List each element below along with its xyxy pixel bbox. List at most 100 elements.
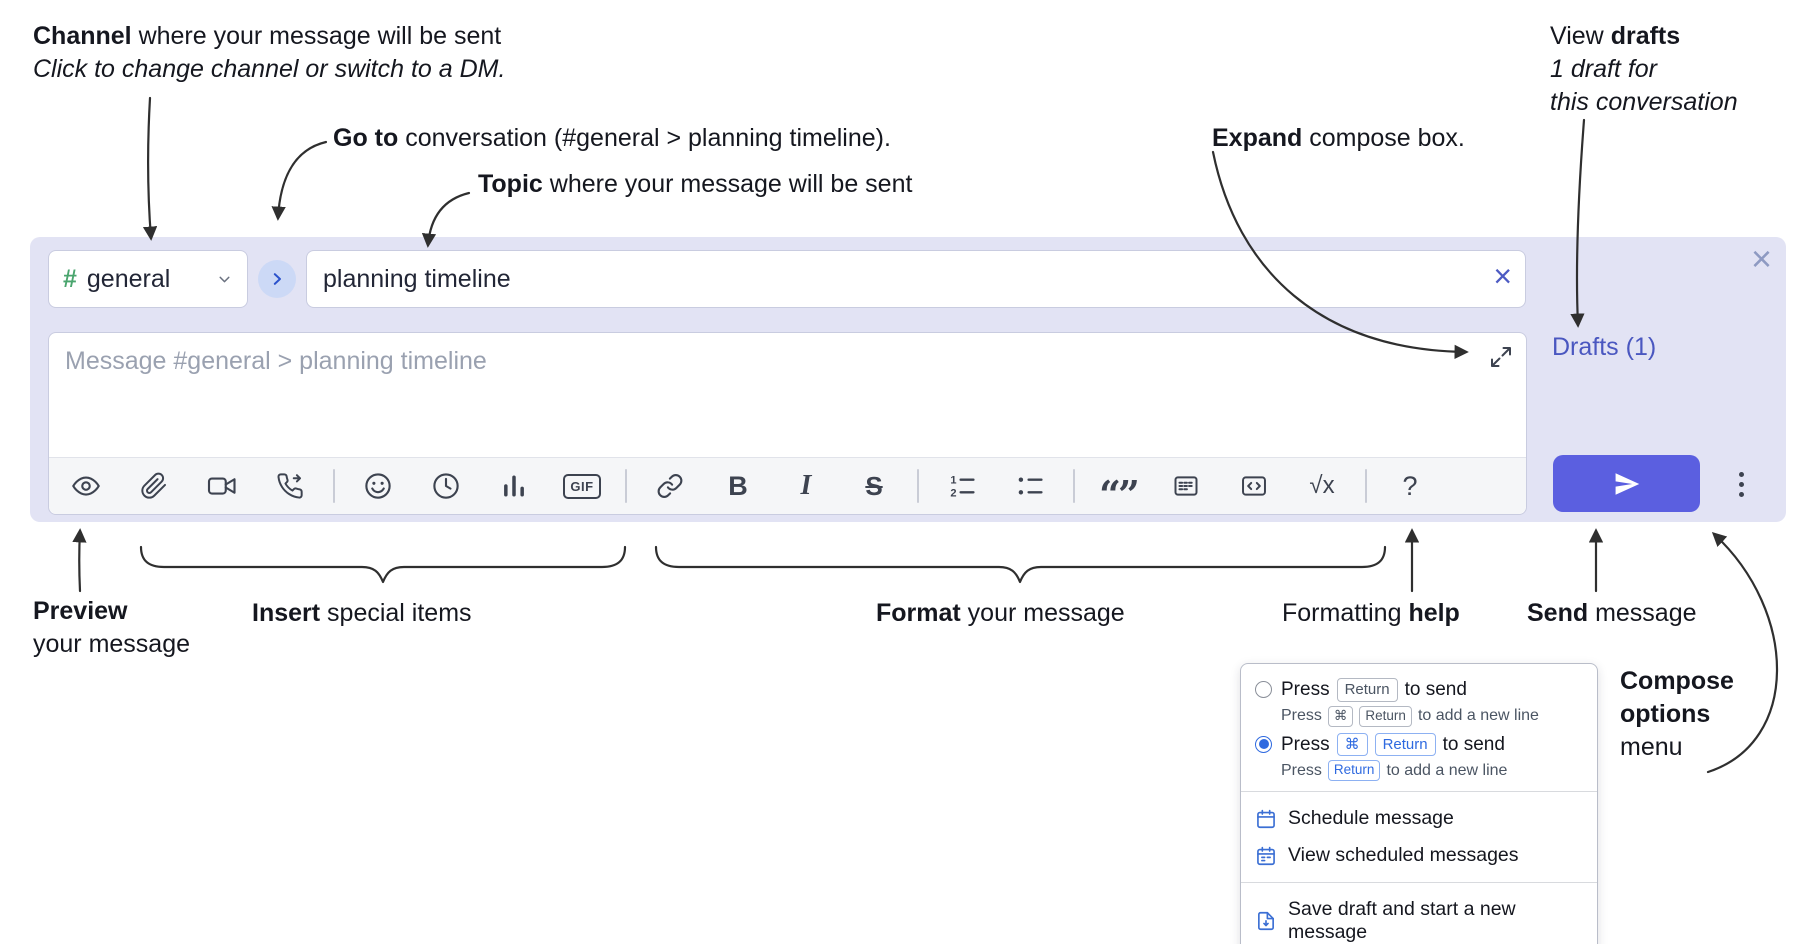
clock-icon — [433, 473, 459, 499]
chevron-down-icon — [216, 271, 233, 288]
quote-button[interactable]: “” — [1093, 465, 1143, 514]
annotation-topic: Topic where your message will be sent — [478, 168, 912, 201]
link-icon — [657, 474, 683, 498]
attach-file-button[interactable] — [129, 465, 179, 507]
dot-icon — [1738, 481, 1744, 487]
radio-selected-icon[interactable] — [1255, 735, 1272, 753]
annotation-channel-subtext: Click to change channel or switch to a D… — [33, 55, 506, 83]
menu-item-view-scheduled-messages[interactable]: View scheduled messages — [1241, 837, 1597, 874]
compose-options-menu: Press Return to send Press ⌘ Return to a… — [1240, 663, 1598, 944]
menu-item-label: Save draft and start a new message — [1288, 898, 1516, 944]
compose-options-button[interactable] — [1730, 461, 1752, 507]
toolbar-divider — [625, 469, 627, 503]
topic-field-wrapper: × — [306, 250, 1526, 308]
annotation-send: Send message — [1527, 597, 1697, 630]
channel-name: general — [86, 264, 171, 293]
annotation-help-bold: help — [1408, 599, 1460, 627]
close-compose-button[interactable]: × — [1750, 238, 1772, 279]
annotation-channel-text: where your message will be sent — [131, 22, 502, 50]
annotation-expand-text: compose box. — [1302, 124, 1465, 152]
gif-button[interactable]: GIF — [557, 465, 607, 507]
menu-option-return-to-send[interactable]: Press Return to send Press ⌘ Return to a… — [1241, 674, 1597, 729]
command-key: ⌘ — [1336, 732, 1368, 757]
bulleted-list-icon — [1018, 477, 1043, 495]
spoiler-icon — [1174, 476, 1198, 496]
question-mark-label: ? — [1402, 470, 1418, 501]
arrow-preview — [72, 528, 87, 593]
return-key: Return — [1327, 760, 1381, 782]
radio-unselected-icon[interactable] — [1255, 681, 1272, 698]
preview-button[interactable] — [61, 465, 111, 507]
expand-icon — [1491, 347, 1511, 367]
gif-label: GIF — [563, 473, 601, 499]
code-button[interactable] — [1229, 465, 1279, 507]
drafts-link[interactable]: Drafts (1) — [1552, 333, 1657, 361]
annotation-goto: Go to conversation (#general > planning … — [333, 122, 891, 155]
annotation-send-bold: Send — [1527, 599, 1589, 627]
toolbar-divider — [917, 469, 919, 503]
audio-call-button[interactable] — [265, 465, 315, 507]
annotation-drafts-sub2: this conversation — [1550, 88, 1738, 116]
toolbar-divider — [333, 469, 335, 503]
annotation-insert-text: special items — [320, 599, 472, 627]
expand-compose-button[interactable] — [1488, 344, 1514, 370]
dot-icon — [1738, 491, 1744, 497]
option1-post: to send — [1404, 678, 1467, 700]
annotation-drafts-bold: drafts — [1610, 22, 1681, 50]
emoji-button[interactable] — [353, 465, 403, 507]
annotation-insert-bold: Insert — [252, 599, 321, 627]
option2-sub-pre: Press — [1281, 761, 1322, 779]
paper-plane-icon — [1615, 472, 1639, 495]
save-draft-icon — [1255, 910, 1277, 932]
spoiler-button[interactable] — [1161, 465, 1211, 507]
annotation-help-text: Formatting — [1282, 599, 1409, 627]
menu-item-label: View scheduled messages — [1288, 844, 1519, 867]
annotation-compose-menu-text: menu — [1620, 733, 1683, 761]
annotation-topic-bold: Topic — [478, 170, 543, 198]
annotation-channel: Channel where your message will be sent … — [33, 20, 505, 86]
return-key: Return — [1359, 705, 1412, 727]
annotation-expand: Expand compose box. — [1212, 122, 1465, 155]
annotation-compose-menu: Compose options menu — [1620, 665, 1734, 764]
return-key: Return — [1374, 732, 1436, 757]
menu-item-label: Schedule message — [1288, 807, 1454, 830]
numbered-list-icon: 12 — [950, 475, 975, 500]
annotation-expand-bold: Expand — [1212, 124, 1303, 152]
clear-topic-button[interactable]: × — [1493, 258, 1512, 294]
topic-input[interactable] — [306, 250, 1526, 308]
bulleted-list-button[interactable] — [1005, 465, 1055, 507]
menu-item-schedule-message[interactable]: Schedule message — [1241, 800, 1597, 837]
annotation-preview-sub: your message — [33, 630, 191, 658]
message-box: GIF B I S 12 — [48, 332, 1527, 515]
calendar-list-icon — [1255, 845, 1277, 867]
toolbar-divider — [1073, 469, 1075, 503]
italic-button[interactable]: I — [781, 465, 831, 507]
annotation-channel-bold: Channel — [33, 22, 132, 50]
channel-selector[interactable]: # general — [48, 250, 248, 308]
menu-item-save-draft-new-message[interactable]: Save draft and start a new message — [1241, 891, 1597, 944]
paperclip-icon — [141, 472, 167, 499]
return-key: Return — [1336, 678, 1398, 702]
bold-button[interactable]: B — [713, 465, 763, 507]
formatting-help-button[interactable]: ? — [1385, 465, 1435, 507]
link-button[interactable] — [645, 465, 695, 507]
strikethrough-button[interactable]: S — [849, 465, 899, 507]
global-time-button[interactable] — [421, 465, 471, 507]
send-button[interactable] — [1553, 455, 1700, 512]
menu-divider — [1241, 791, 1597, 793]
option1-sub-post: to add a new line — [1417, 707, 1539, 725]
video-call-button[interactable] — [197, 465, 247, 507]
calendar-icon — [1255, 808, 1277, 830]
message-textarea[interactable] — [49, 333, 1472, 447]
smiley-icon — [365, 473, 391, 499]
math-button[interactable]: √x — [1297, 465, 1347, 507]
poll-button[interactable] — [489, 465, 539, 507]
eye-icon — [72, 476, 100, 496]
command-key: ⌘ — [1327, 705, 1354, 727]
annotation-topic-text: where your message will be sent — [542, 170, 913, 198]
go-to-conversation-button[interactable] — [258, 260, 296, 298]
menu-option-cmd-return-to-send[interactable]: Press ⌘ Return to send Press Return to a… — [1241, 729, 1597, 784]
chevron-right-icon — [273, 273, 281, 285]
option2-pre: Press — [1281, 733, 1330, 755]
